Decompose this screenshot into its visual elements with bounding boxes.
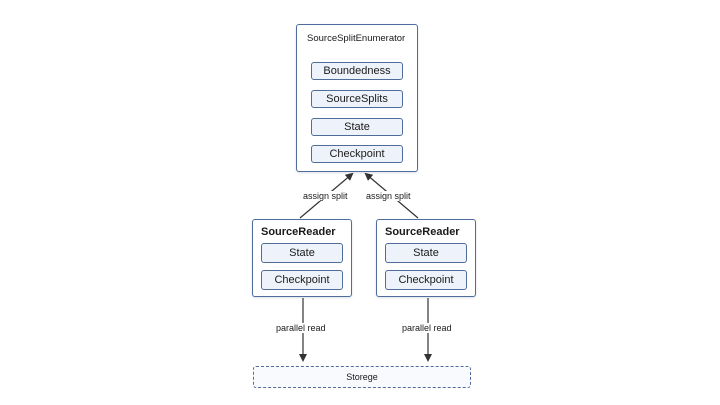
source-reader-left-box: SourceReader State Checkpoint <box>252 219 352 297</box>
enumerator-item-boundedness: Boundedness <box>311 62 403 80</box>
enumerator-item-checkpoint: Checkpoint <box>311 145 403 163</box>
parallel-read-label-right: parallel read <box>401 323 453 333</box>
enumerator-title: SourceSplitEnumerator <box>307 33 406 44</box>
assign-split-label-right: assign split <box>365 191 412 201</box>
source-reader-left-checkpoint: Checkpoint <box>261 270 343 290</box>
storage-box: Storege <box>253 366 471 388</box>
source-reader-left-title: SourceReader <box>261 226 336 238</box>
source-reader-right-checkpoint: Checkpoint <box>385 270 467 290</box>
source-reader-right-box: SourceReader State Checkpoint <box>376 219 476 297</box>
parallel-read-label-left: parallel read <box>275 323 327 333</box>
source-reader-right-state: State <box>385 243 467 263</box>
enumerator-item-state: State <box>311 118 403 136</box>
source-split-enumerator-box: SourceSplitEnumerator Boundedness Source… <box>296 24 418 172</box>
source-reader-right-title: SourceReader <box>385 226 460 238</box>
assign-split-label-left: assign split <box>302 191 349 201</box>
source-reader-left-state: State <box>261 243 343 263</box>
storage-label: Storege <box>346 372 378 382</box>
enumerator-item-sourcesplits: SourceSplits <box>311 90 403 108</box>
